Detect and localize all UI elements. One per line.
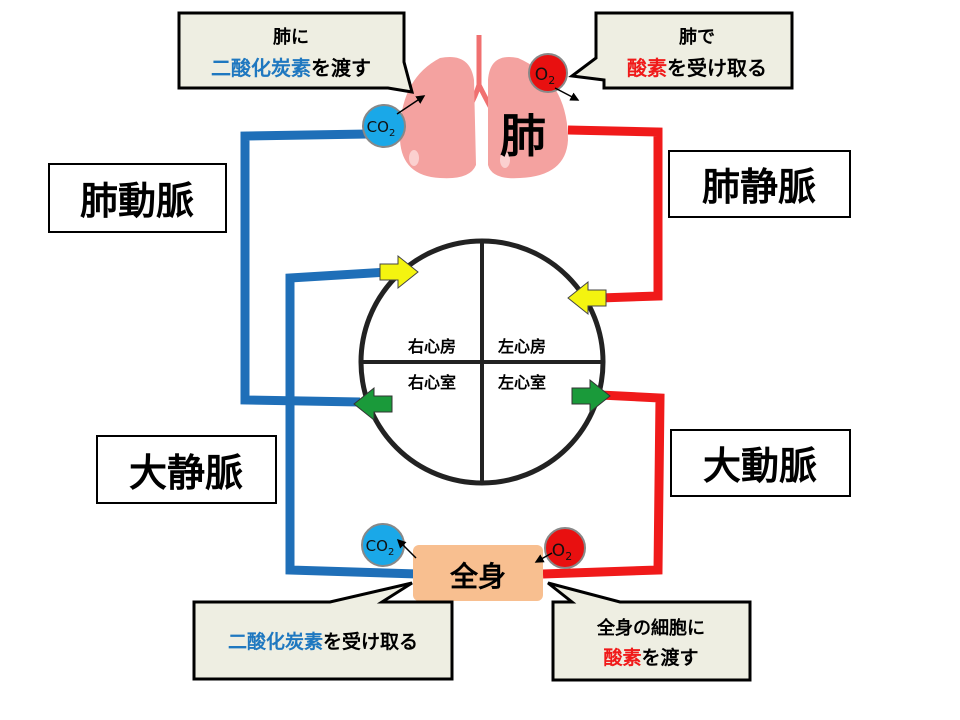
right-ventricle-label: 右心室 (408, 373, 456, 392)
callout-lung-o2: 肺で 酸素を受け取る (568, 11, 794, 90)
lung-label: 肺 (500, 109, 546, 163)
svg-text:肺動脈: 肺動脈 (80, 179, 194, 223)
svg-text:CO2: CO2 (367, 118, 396, 139)
o2-molecule-body: O2 (534, 527, 586, 569)
vena-cava-vessel (285, 267, 419, 579)
vena-cava-label-box: 大静脈 (96, 435, 277, 504)
yellow-arrow-icon (379, 254, 419, 290)
pulmonary-vein-label-box: 肺静脈 (668, 150, 851, 218)
pulmonary-vein-vessel (567, 125, 663, 303)
svg-text:全身の細胞に: 全身の細胞に (596, 617, 705, 639)
left-atrium-label: 左心房 (497, 337, 546, 356)
o2-molecule-lung: O2 (528, 53, 580, 101)
right-atrium-label: 右心房 (408, 337, 456, 356)
svg-text:二酸化炭素を受け取る: 二酸化炭素を受け取る (228, 630, 418, 653)
pulmonary-artery-label-box: 肺動脈 (48, 163, 227, 233)
svg-text:O2: O2 (535, 65, 555, 87)
body-box: 全身 (413, 545, 543, 601)
callout-body-o2: 全身の細胞に 酸素を渡す (547, 581, 752, 682)
co2-molecule-body: CO2 (361, 523, 417, 567)
co2-molecule-lung: CO2 (362, 95, 426, 148)
green-arrow-icon (353, 386, 393, 422)
callout-body-co2: 二酸化炭素を受け取る (192, 581, 454, 681)
svg-text:肺に: 肺に (273, 27, 309, 48)
body-label: 全身 (449, 560, 506, 593)
pulmonary-artery-vessel (240, 129, 369, 407)
green-arrow-icon (571, 378, 611, 414)
svg-text:二酸化炭素を渡す: 二酸化炭素を渡す (211, 56, 371, 80)
left-ventricle-label: 左心室 (497, 373, 546, 392)
callout-lung-co2: 肺に 二酸化炭素を渡す (177, 11, 415, 94)
svg-text:酸素を受け取る: 酸素を受け取る (627, 56, 767, 80)
heart-diagram: 右心房 左心房 右心室 左心室 (358, 238, 606, 486)
svg-text:肺静脈: 肺静脈 (702, 165, 816, 209)
aorta-label-box: 大動脈 (670, 429, 851, 497)
svg-text:酸素を渡す: 酸素を渡す (603, 646, 698, 669)
aorta-vessel (542, 390, 665, 579)
svg-text:O2: O2 (552, 541, 572, 563)
svg-text:CO2: CO2 (366, 537, 395, 558)
svg-text:肺で: 肺で (679, 27, 715, 48)
yellow-arrow-icon (567, 280, 607, 316)
svg-text:大動脈: 大動脈 (703, 444, 817, 488)
svg-text:大静脈: 大静脈 (129, 451, 243, 495)
